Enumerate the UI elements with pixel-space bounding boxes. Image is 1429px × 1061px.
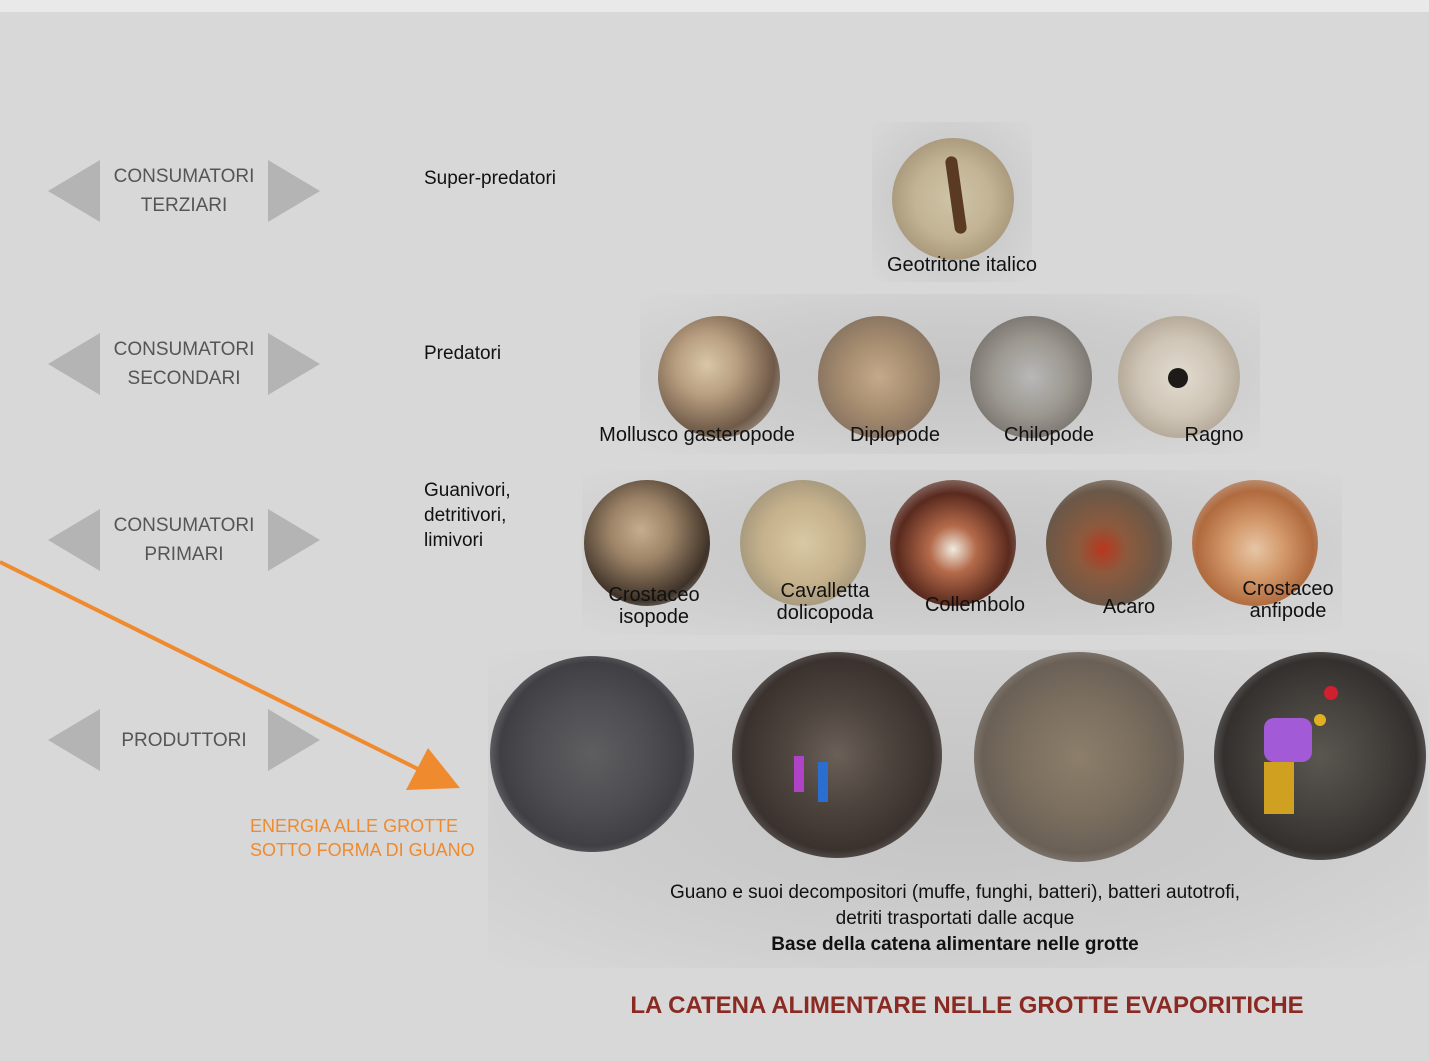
level-secondary: CONSUMATORI SECONDARI	[48, 333, 320, 395]
page-title: LA CATENA ALIMENTARE NELLE GROTTE EVAPOR…	[630, 992, 1304, 1019]
triangle-left-icon	[48, 333, 100, 395]
mite-photo	[1046, 480, 1172, 606]
role-primary: Guanivori, detritivori, limivori	[424, 480, 511, 551]
organism-name: Acaro	[1102, 596, 1156, 618]
isopod-photo	[584, 480, 710, 606]
level-label: CONSUMATORI TERZIARI	[113, 166, 255, 216]
snail-photo	[658, 316, 780, 438]
role-secondary: Predatori	[424, 343, 502, 364]
organism-name: Ragno	[1184, 424, 1244, 446]
speleologists-photo	[1214, 652, 1426, 860]
triangle-left-icon	[48, 709, 100, 771]
level-label: PRODUTTORI	[121, 729, 247, 751]
organism-name: Collembolo	[924, 594, 1026, 616]
description-line: Guano e suoi decompositori (muffe, fungh…	[670, 882, 1240, 903]
organism-name: Chilopode	[1003, 424, 1095, 446]
producers-description: Guano e suoi decompositori (muffe, fungh…	[560, 880, 1350, 958]
organism-name: Cavalletta dolicopoda	[776, 580, 874, 624]
guano-closeup-photo	[974, 652, 1184, 862]
triangle-right-icon	[268, 160, 320, 222]
organism-name: Mollusco gasteropode	[599, 424, 795, 446]
spider-photo	[1118, 316, 1240, 438]
description-line: detriti trasportati dalle acque	[835, 908, 1075, 929]
level-label: CONSUMATORI SECONDARI	[113, 339, 255, 389]
centipede-photo	[970, 316, 1092, 438]
level-producers: PRODUTTORI	[48, 709, 320, 771]
amphipod-photo	[1192, 480, 1318, 606]
cave-explorers-photo	[732, 652, 942, 858]
triangle-right-icon	[268, 333, 320, 395]
guano-photo	[490, 656, 694, 852]
triangle-left-icon	[48, 509, 100, 571]
triangle-right-icon	[268, 709, 320, 771]
salamander-photo	[892, 138, 1014, 260]
level-label: CONSUMATORI PRIMARI	[113, 515, 255, 565]
springtail-photo	[890, 480, 1016, 606]
organism-name: Crostaceo isopode	[608, 584, 700, 628]
top-bar	[0, 0, 1429, 12]
triangle-left-icon	[48, 160, 100, 222]
level-primary: CONSUMATORI PRIMARI	[48, 509, 320, 571]
cave-cricket-photo	[740, 480, 866, 606]
energy-label: ENERGIA ALLE GROTTE SOTTO FORMA DI GUANO	[250, 816, 475, 860]
role-tertiary: Super-predatori	[424, 168, 557, 189]
triangle-right-icon	[268, 509, 320, 571]
organism-name: Geotritone italico	[886, 254, 1038, 276]
level-tertiary: CONSUMATORI TERZIARI	[48, 160, 320, 222]
description-bold: Base della catena alimentare nelle grott…	[771, 934, 1139, 955]
organism-name: Crostaceo anfipode	[1242, 578, 1334, 622]
millipede-photo	[818, 316, 940, 438]
organism-name: Diplopode	[849, 424, 941, 446]
